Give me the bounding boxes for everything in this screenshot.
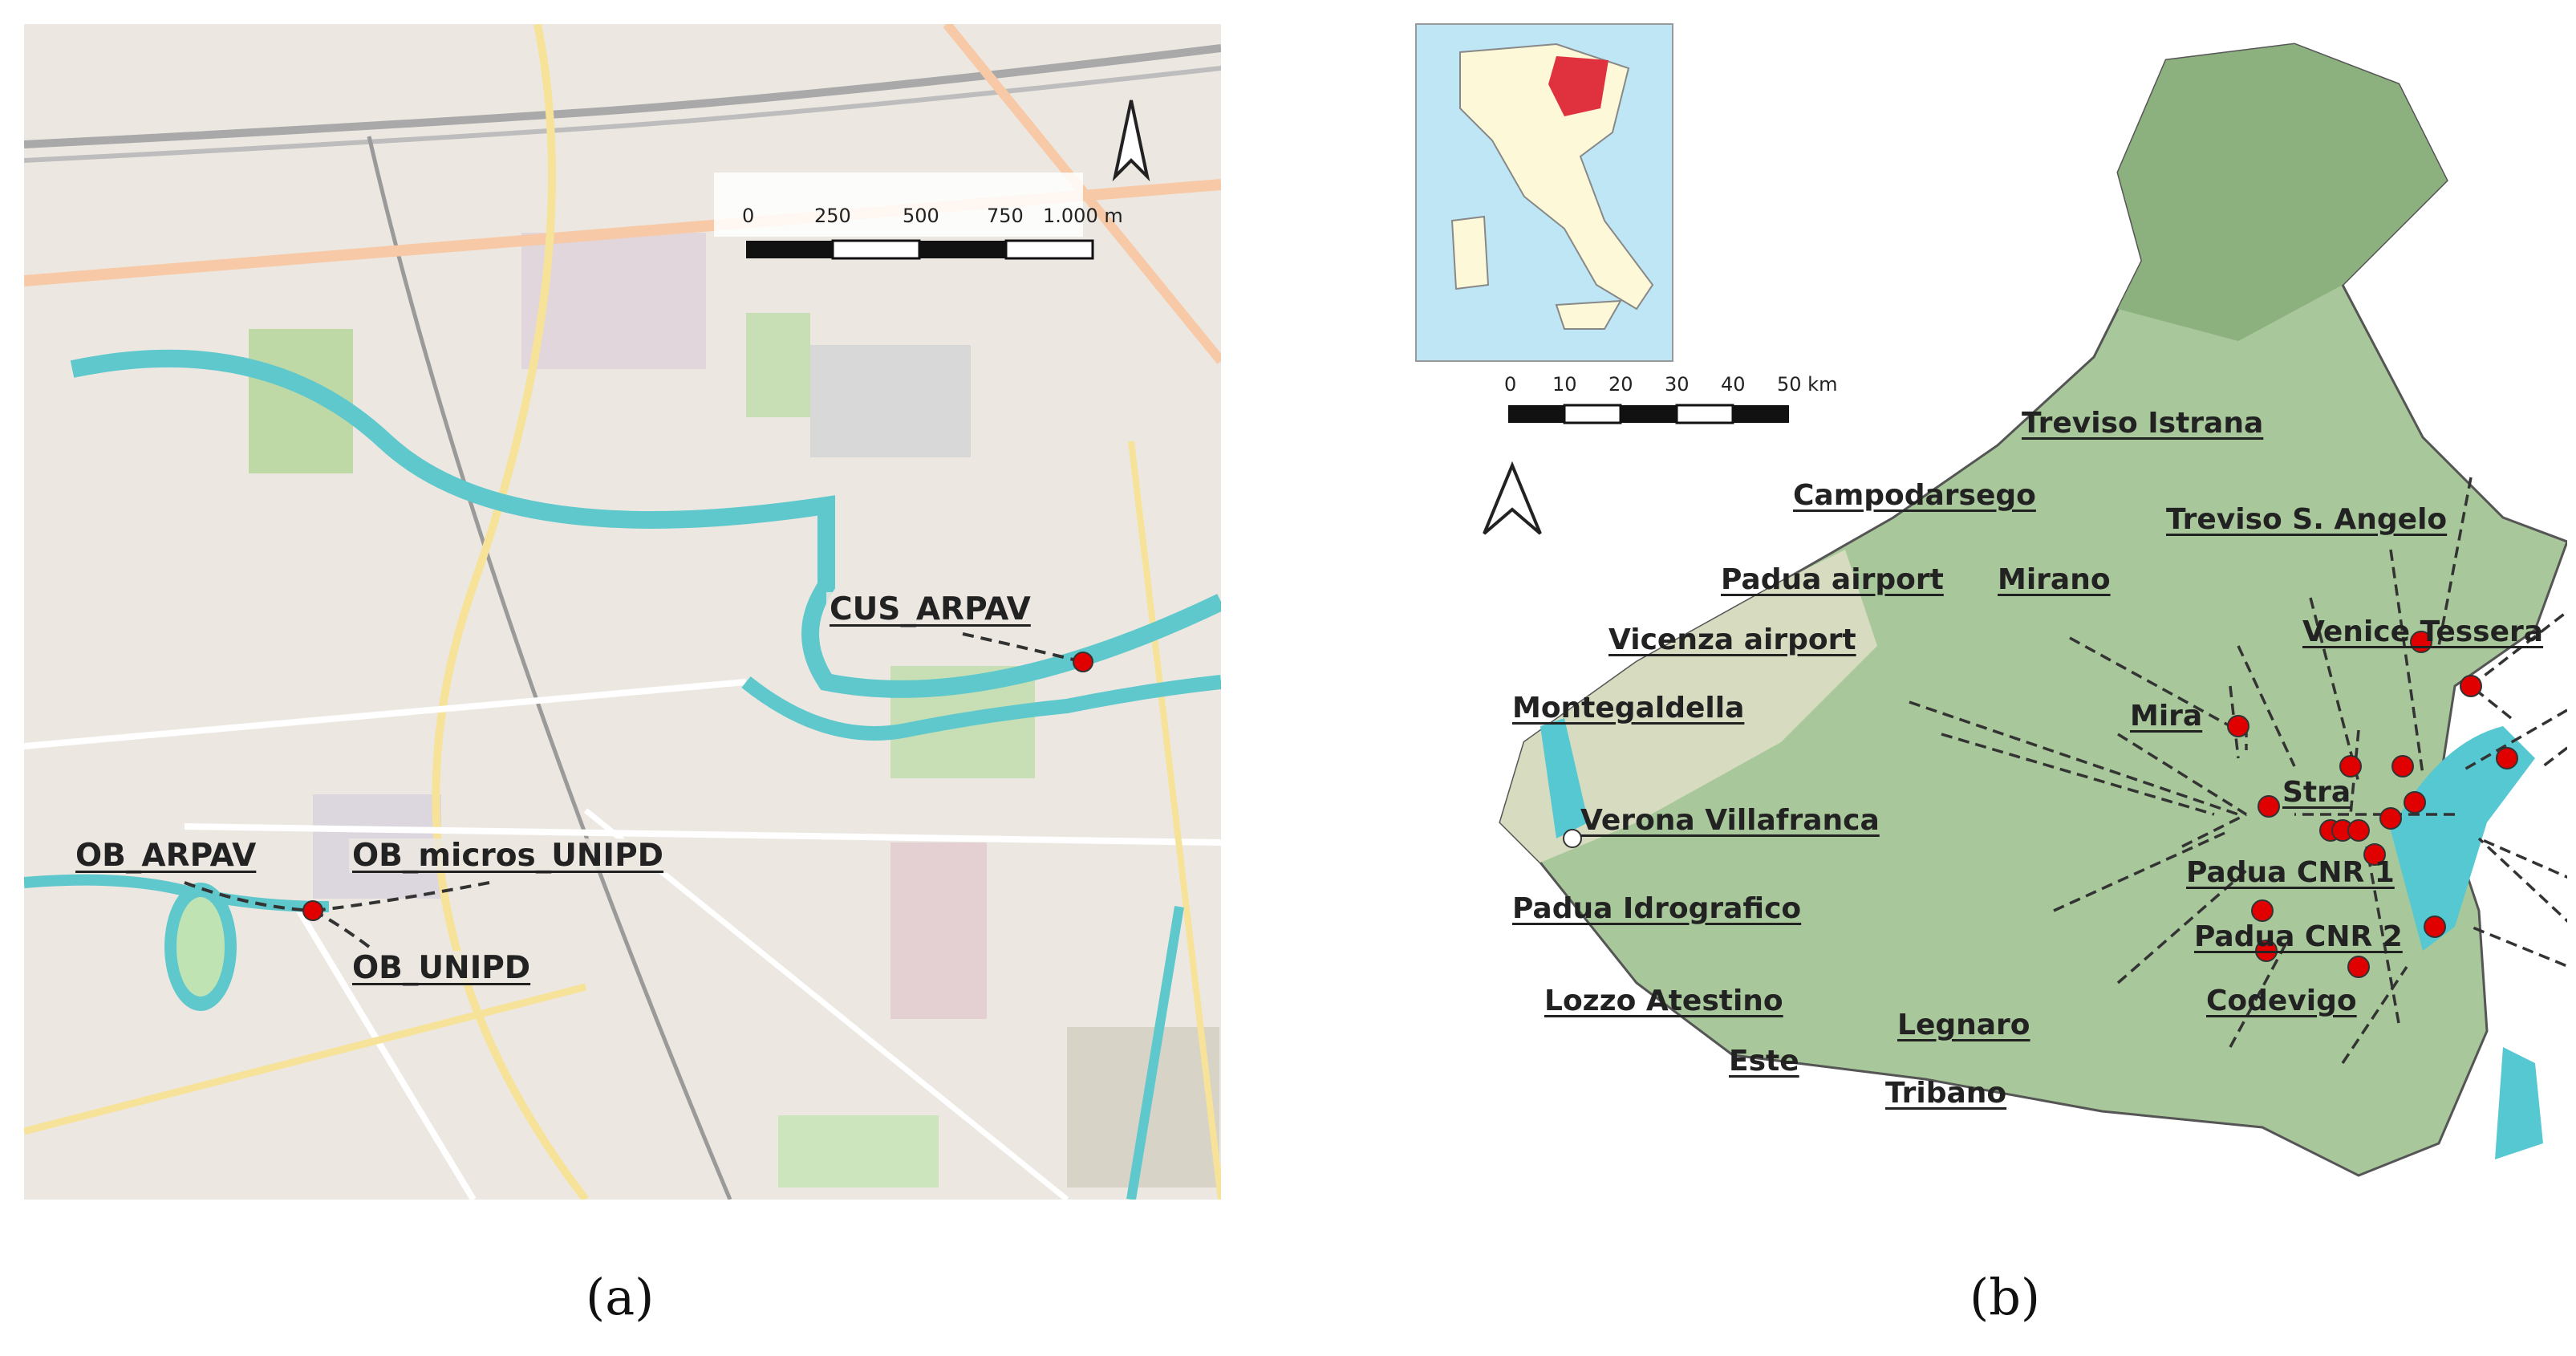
- scale-tick-b-1: 10: [1552, 373, 1577, 396]
- panel-a-city-map: 0 250 500 750 1.000 m CUS_ARPAV OB_ARPAV…: [24, 24, 1221, 1200]
- scale-tick-a-3: 750: [987, 205, 1024, 227]
- station-label-venice-tessera: Venice Tessera: [2302, 615, 2544, 648]
- scale-tick-a-0: 0: [742, 205, 755, 227]
- station-dot-treviso-s-angelo: [2460, 675, 2482, 697]
- scale-tick-b-4: 40: [1721, 373, 1746, 396]
- north-arrow-b-icon: [1483, 461, 1542, 535]
- station-label-padua-cnr-2: Padua CNR 2: [2194, 920, 2403, 953]
- station-label-treviso-istrana: Treviso Istrana: [2022, 407, 2264, 440]
- station-dot-campodarsego: [2339, 755, 2362, 777]
- station-label-ob-unipd: OB_UNIPD: [349, 951, 534, 985]
- station-dot-este: [2255, 940, 2278, 962]
- scale-tick-b-3: 30: [1665, 373, 1690, 396]
- station-label-padua-airport: Padua airport: [1721, 563, 1944, 596]
- station-label-montegaldella: Montegaldella: [1512, 692, 1745, 725]
- panel-b-region-map: 0 10 20 30 40 50 km Treviso Istrana Camp…: [1396, 20, 2567, 1208]
- station-dot-cus-arpav: [1073, 652, 1093, 672]
- station-dot-tribano: [2347, 956, 2370, 978]
- station-label-vicenza-airport: Vicenza airport: [1608, 623, 1856, 656]
- station-dot-ob-cluster: [302, 900, 323, 921]
- station-label-mirano: Mirano: [1998, 563, 2111, 596]
- station-label-campodarsego: Campodarsego: [1793, 479, 2036, 512]
- scale-tick-a-4: 1.000 m: [1043, 205, 1123, 227]
- station-label-ob-arpav: OB_ARPAV: [72, 838, 260, 873]
- station-dot-treviso-istrana: [2410, 631, 2432, 653]
- scale-tick-a-1: 250: [814, 205, 851, 227]
- panel-a-basemap: [24, 24, 1221, 1200]
- station-label-treviso-s-angelo: Treviso S. Angelo: [2166, 503, 2448, 536]
- station-dot-padua-cnr-1: [2347, 819, 2370, 842]
- station-label-verona-villafranca: Verona Villafranca: [1580, 804, 1880, 837]
- scale-tick-b-5: 50 km: [1777, 373, 1838, 396]
- station-dot-lozzo-atestino: [2251, 899, 2274, 922]
- station-label-este: Este: [1729, 1045, 1799, 1078]
- station-dot-codevigo: [2424, 916, 2446, 938]
- station-dot-montegaldella: [2258, 795, 2280, 818]
- station-label-stra: Stra: [2282, 776, 2351, 809]
- caption-b: (b): [1970, 1268, 2041, 1326]
- panel-b-basemap: [1415, 23, 2567, 1177]
- station-dot-venice-tessera: [2496, 747, 2518, 769]
- veneto-region: [1499, 43, 2567, 1177]
- station-label-padua-cnr-1: Padua CNR 1: [2186, 856, 2395, 889]
- north-arrow-icon: [1112, 99, 1150, 182]
- station-dot-stra: [2379, 807, 2402, 830]
- scale-tick-a-2: 500: [903, 205, 939, 227]
- station-dot-vicenza-airport: [2227, 715, 2249, 737]
- station-dot-verona-villafranca: [1563, 829, 1582, 848]
- station-label-mira: Mira: [2130, 700, 2203, 733]
- station-label-padua-idrografico: Padua Idrografico: [1512, 892, 1802, 925]
- station-label-codevigo: Codevigo: [2206, 985, 2357, 1017]
- station-label-ob-micros-unipd: OB_micros_UNIPD: [349, 838, 667, 873]
- station-dot-mirano: [2391, 755, 2414, 777]
- station-label-tribano: Tribano: [1885, 1077, 2007, 1110]
- scale-tick-b-0: 0: [1504, 373, 1517, 396]
- station-dot-mira: [2404, 791, 2426, 814]
- station-label-cus-arpav: CUS_ARPAV: [826, 592, 1034, 627]
- scale-tick-b-2: 20: [1608, 373, 1633, 396]
- caption-a: (a): [586, 1268, 655, 1326]
- station-label-legnaro: Legnaro: [1897, 1009, 2030, 1041]
- station-label-lozzo-atestino: Lozzo Atestino: [1544, 985, 1783, 1017]
- station-dot-legnaro: [2363, 843, 2386, 866]
